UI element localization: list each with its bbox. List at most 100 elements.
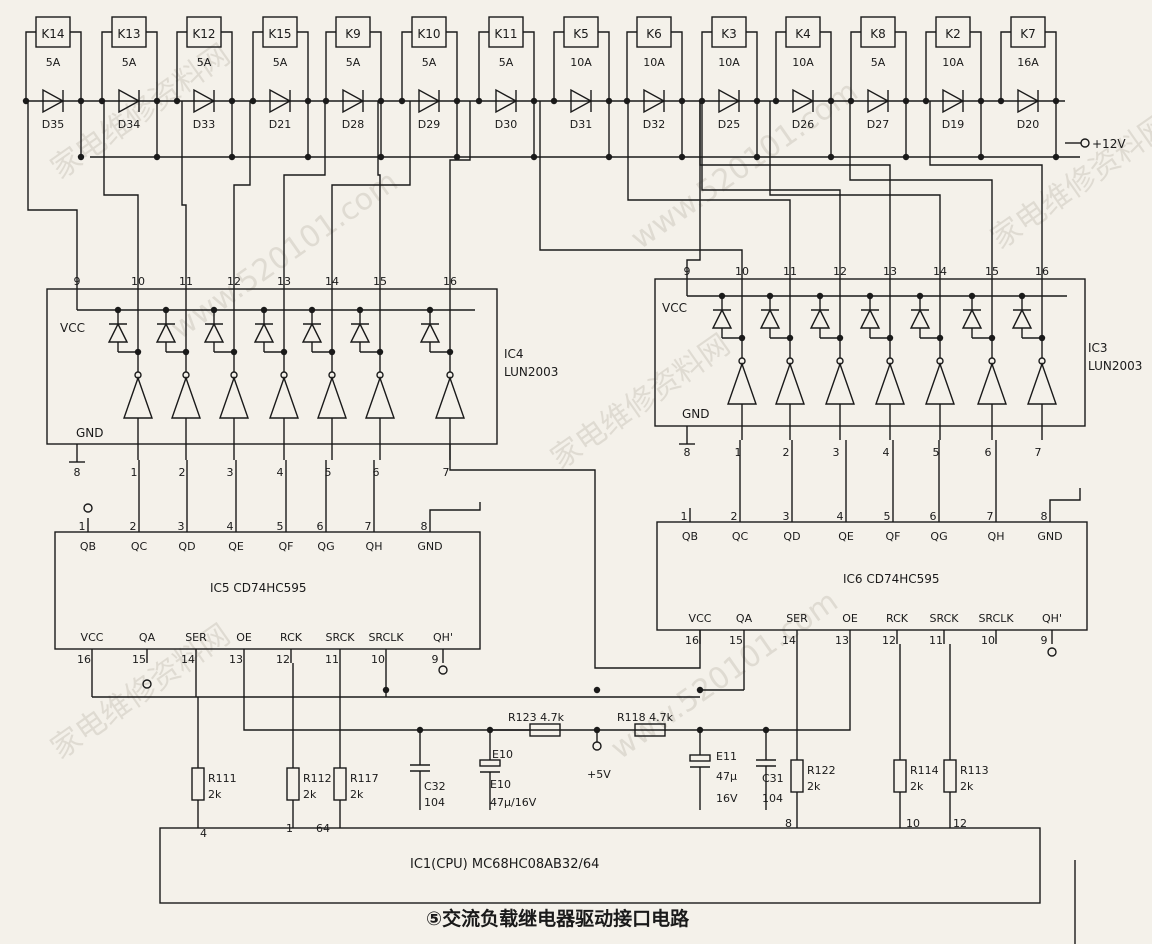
ic-pin-name: QA — [736, 612, 753, 625]
ic-pin-num: 2 — [130, 520, 137, 533]
ic-pin-name: QC — [131, 540, 148, 553]
resistor-label: R113 — [960, 764, 989, 777]
uln-pin-num: 6 — [985, 446, 992, 459]
relay-lead — [25, 31, 36, 101]
resistor-r117 — [333, 767, 347, 801]
junction-dot — [766, 292, 774, 300]
uln-pin-num: 3 — [227, 466, 234, 479]
ic-pin-name: GND — [417, 540, 442, 553]
relay-route — [233, 101, 251, 289]
junction-dot — [398, 97, 406, 105]
relay-name: K2 — [945, 27, 961, 41]
uln-pin-num: 9 — [684, 265, 691, 278]
relay-lead — [626, 31, 637, 101]
ic-pin-num: 13 — [229, 653, 243, 666]
ic-pin-num: 14 — [181, 653, 195, 666]
diode-name: D28 — [342, 118, 364, 131]
relay-name: K11 — [494, 27, 517, 41]
ic-pin-name: QH' — [433, 631, 453, 644]
ic6-label: IC6 CD74HC595 — [843, 572, 940, 586]
inverter-buffer — [977, 361, 1007, 405]
relay-route — [449, 101, 471, 289]
relay-name: K12 — [192, 27, 215, 41]
junction-dot — [308, 306, 316, 314]
uln-pin-num: 9 — [74, 275, 81, 288]
relay-route — [929, 101, 1043, 279]
ic-pin-num: 14 — [782, 634, 796, 647]
clamp-diode — [253, 322, 275, 343]
diode-symbol — [418, 88, 441, 114]
clamp-diode — [961, 308, 983, 329]
junction-dot — [260, 306, 268, 314]
junction-dot — [77, 153, 85, 161]
diode-symbol — [867, 88, 890, 114]
watermark-layer: 家电维修资料网 www.520101.com 家电维修资料网 www.52010… — [45, 37, 1152, 766]
cap-label: C32 — [424, 780, 446, 793]
diode-name: D21 — [269, 118, 291, 131]
diagram-title: ⑤交流负载继电器驱动接口电路 — [426, 907, 690, 930]
resistor-r122 — [790, 759, 804, 793]
junction-dot — [426, 306, 434, 314]
junction-dot — [847, 97, 855, 105]
ic-pin-num: 3 — [178, 520, 185, 533]
relay-rating: 16A — [1017, 56, 1039, 69]
relay-lead — [671, 31, 683, 101]
relay-route — [849, 101, 993, 279]
relay-route — [283, 101, 326, 289]
ic-pin-num: 1 — [681, 510, 688, 523]
ic4-gnd-label: GND — [76, 426, 104, 440]
relay-route — [181, 101, 187, 289]
relay-name: K14 — [41, 27, 64, 41]
relay-name: K10 — [417, 27, 440, 41]
ic-pin-num: 16 — [685, 634, 699, 647]
cpu-pin-num: 4 — [200, 827, 207, 840]
ic-pin-num: 13 — [835, 634, 849, 647]
ic5-74hc595: IC5 CD74HC595 1QB2QC3QD4QE5QF6QG7QH8GNDV… — [54, 518, 481, 666]
relay-lead — [701, 31, 712, 101]
junction-dot — [866, 292, 874, 300]
inverter-buffer — [925, 361, 955, 405]
cpu-pin-num: 1 — [286, 822, 293, 835]
open-terminal — [83, 503, 93, 513]
inverter-buffer — [775, 361, 805, 405]
clamp-diode — [859, 308, 881, 329]
ic-pin-name: OE — [236, 631, 252, 644]
cap-label: E10 — [490, 778, 511, 791]
diode-name: D31 — [570, 118, 592, 131]
ic-pin-num: 10 — [371, 653, 385, 666]
relay-route — [686, 101, 701, 279]
relay-lead — [820, 31, 832, 101]
ic-pin-name: QD — [178, 540, 195, 553]
ic-pin-name: QH — [366, 540, 383, 553]
cap-label: E11 — [716, 750, 737, 763]
diode-symbol — [193, 88, 216, 114]
electrolytic-plate — [689, 754, 711, 762]
ic-pin-num: 11 — [929, 634, 943, 647]
uln-pin-num: 12 — [833, 265, 847, 278]
resistor-value: 2k — [350, 788, 364, 801]
clamp-diode — [909, 308, 931, 329]
inverter-buffer — [317, 375, 347, 419]
ic-pin-num: 4 — [837, 510, 844, 523]
cap-value: 16V — [716, 792, 738, 805]
resistor-value: 2k — [303, 788, 317, 801]
ic-pin-name: OE — [842, 612, 858, 625]
ic-pin-num: 6 — [930, 510, 937, 523]
cpu-pin-num: 10 — [906, 817, 920, 830]
relay-diode-row: K145AD35K135AD34K125AD33K155AD21K95AD28K… — [22, 16, 1065, 161]
v12-terminal — [1080, 138, 1090, 148]
cap-label: C31 — [762, 772, 784, 785]
uln-pin-num: 11 — [179, 275, 193, 288]
uln-pin-num: 5 — [325, 466, 332, 479]
relay-lead — [553, 31, 564, 101]
cascade-wire — [449, 444, 701, 669]
junction-dot — [922, 97, 930, 105]
